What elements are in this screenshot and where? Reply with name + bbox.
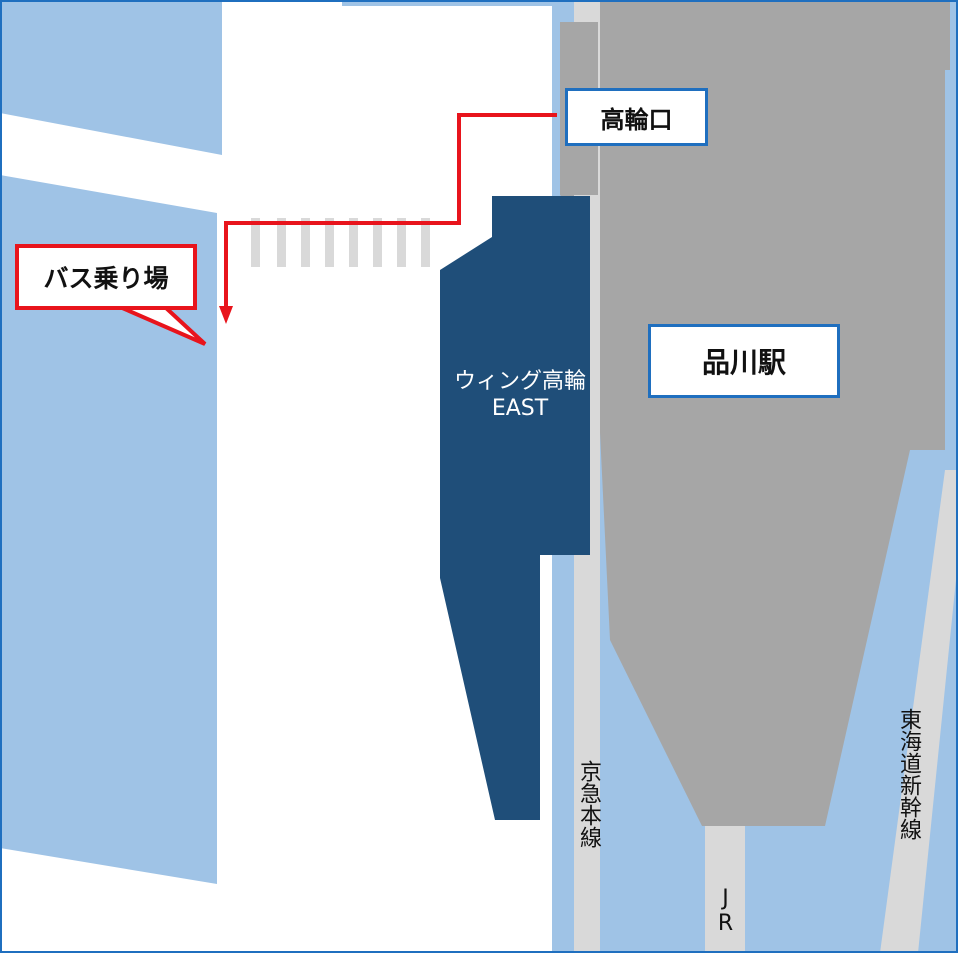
wing-takanawa-label: ウィング高輪 EAST [440, 368, 600, 422]
bus-stop-label: バス乗り場 [15, 244, 197, 310]
takanawa-exit-label: 高輪口 [565, 88, 708, 146]
wing-takanawa-name: ウィング高輪 [453, 369, 586, 394]
bus-stop-text: バス乗り場 [43, 264, 169, 293]
shinagawa-station-text: 品川駅 [701, 346, 786, 379]
wing-takanawa-building [440, 196, 590, 820]
jr-line-label: JR [713, 886, 738, 936]
left-water-upper [0, 0, 222, 155]
tokaido-shinkansen-label: 東海道新幹線 [896, 708, 921, 840]
station-building [560, 0, 950, 826]
walking-route [224, 113, 557, 310]
shinkansen-track [880, 470, 958, 953]
crosswalk [251, 218, 430, 267]
wing-takanawa-sub: EAST [491, 396, 549, 421]
takanawa-exit-text: 高輪口 [600, 105, 673, 134]
route-arrow-head [219, 306, 233, 324]
left-water-lower [0, 175, 217, 884]
keikyu-line-label: 京急本線 [576, 760, 601, 848]
jr-track [705, 826, 745, 953]
shinagawa-station-label: 品川駅 [648, 324, 840, 398]
